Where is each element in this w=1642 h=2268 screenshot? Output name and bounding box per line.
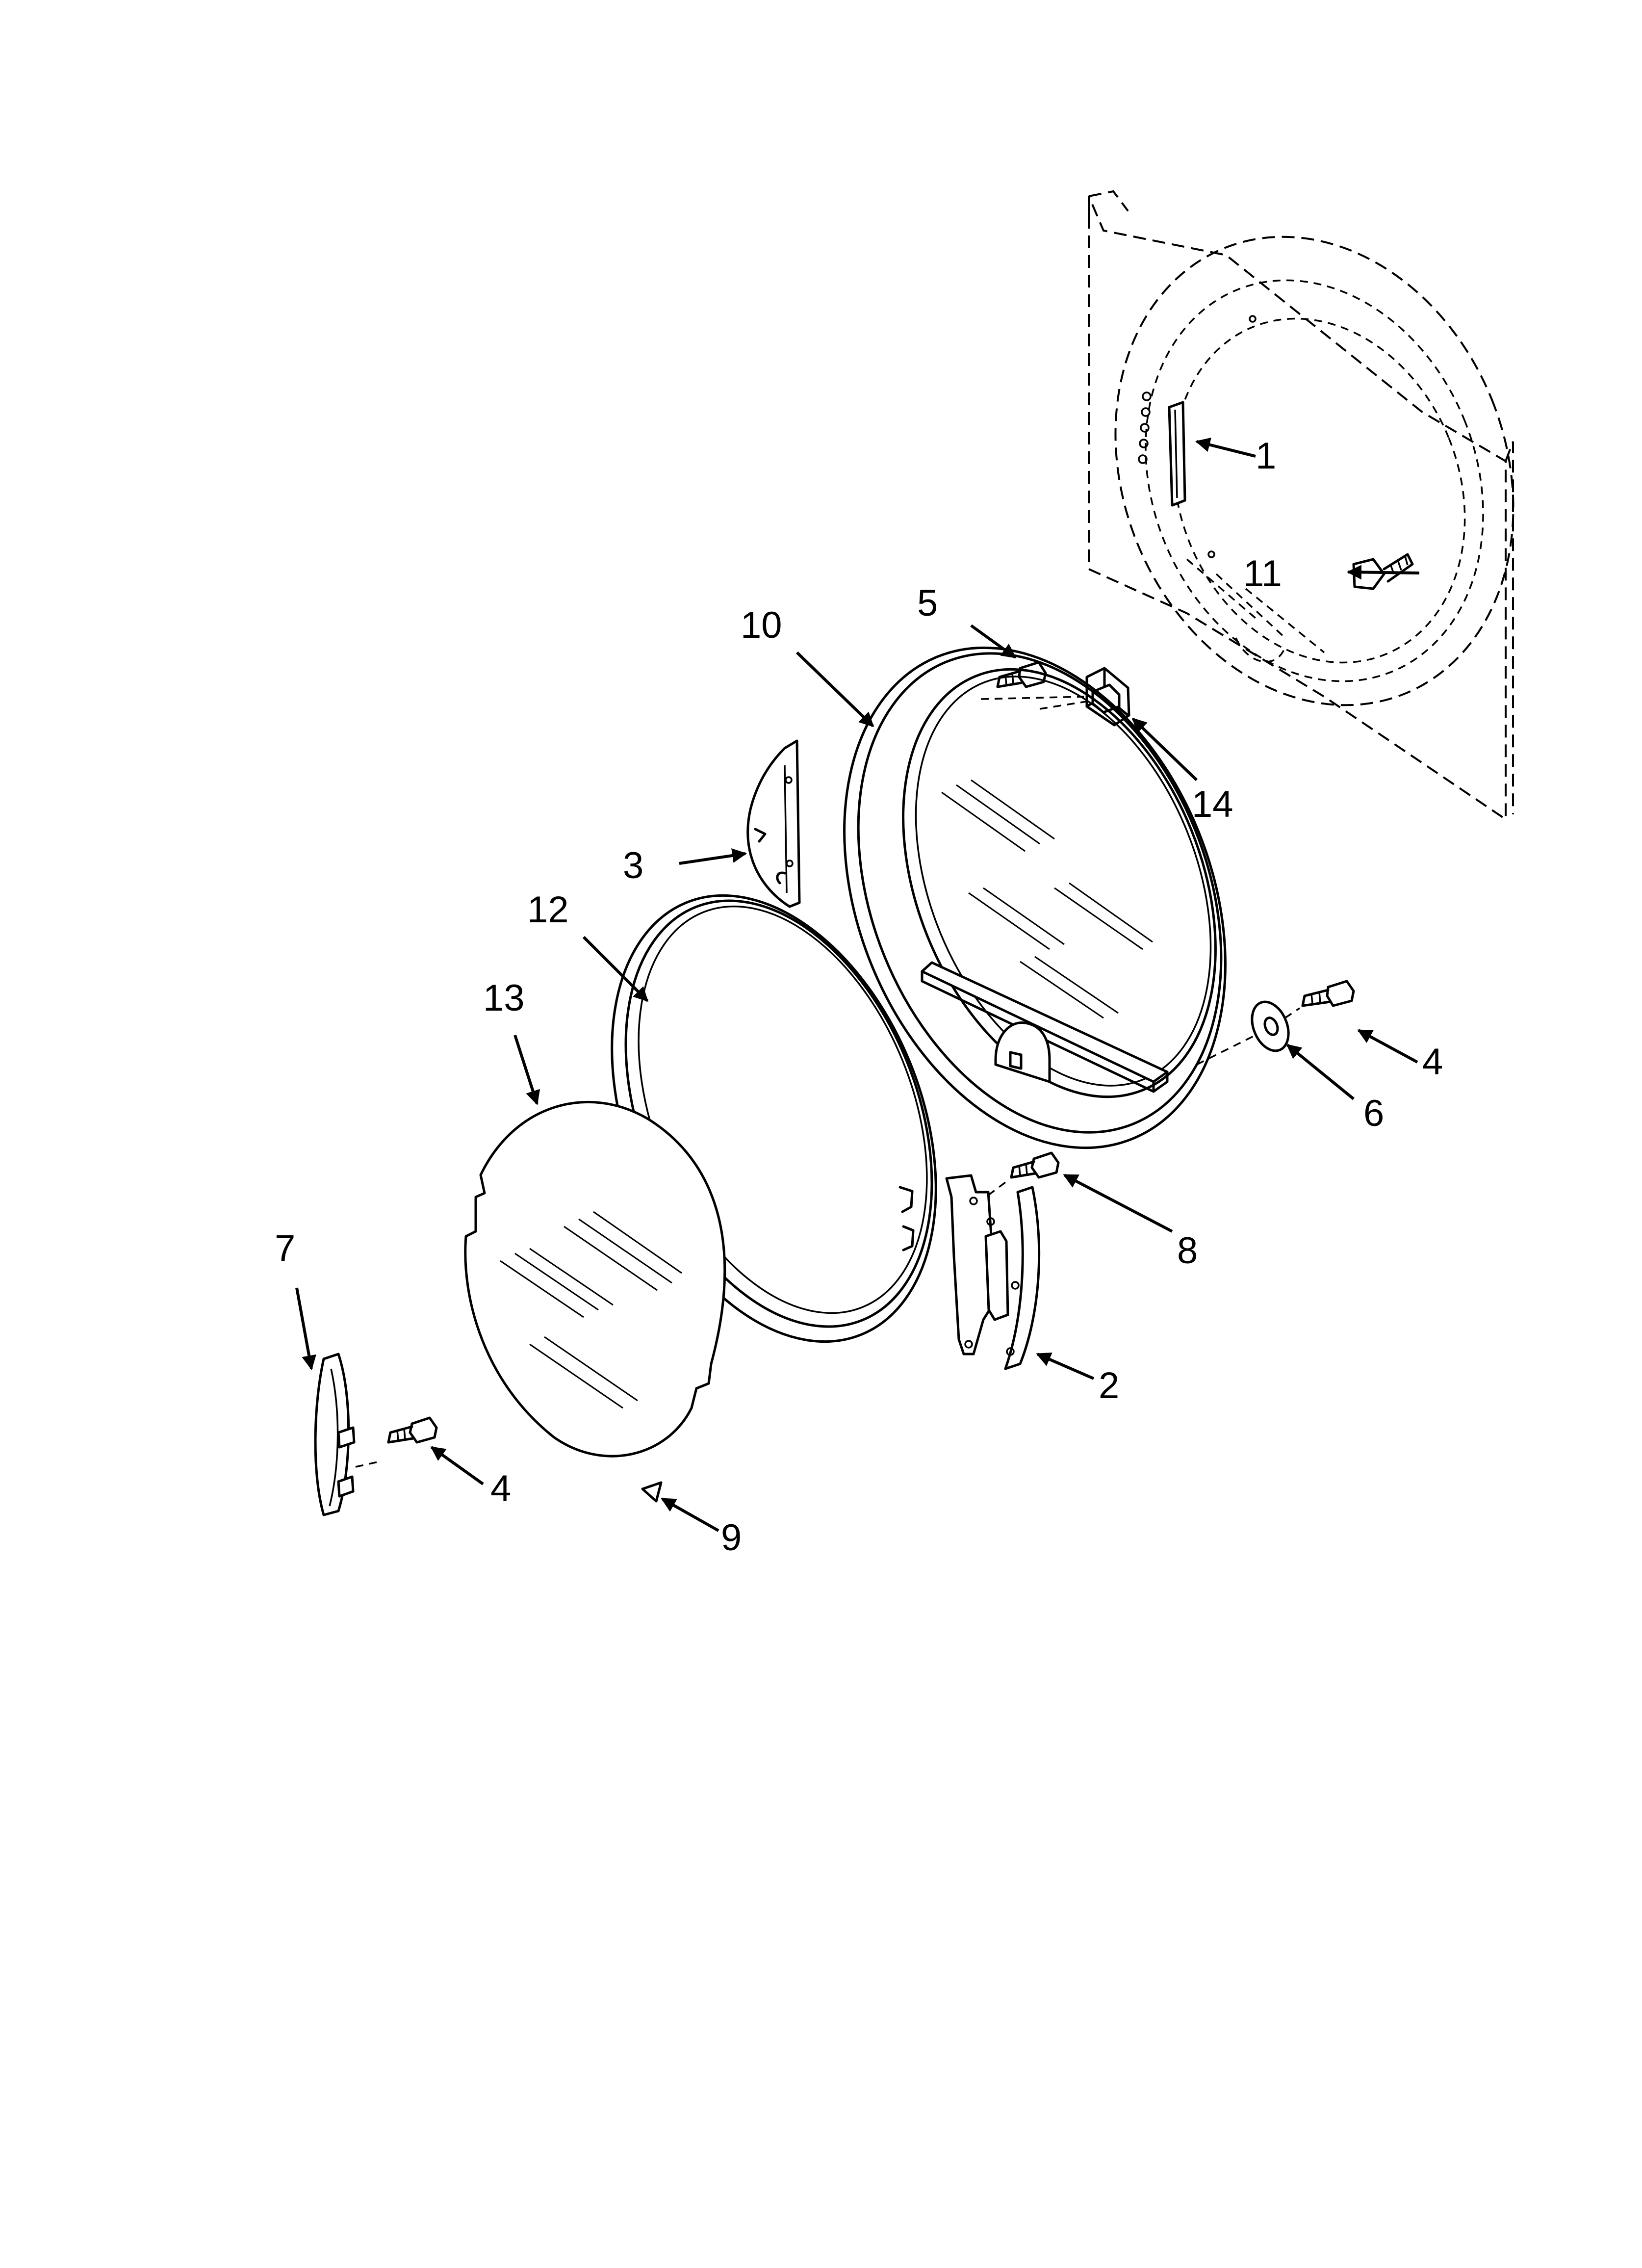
part-5-screw[interactable]: [996, 661, 1047, 688]
callout-10: 10: [741, 604, 782, 646]
callout-3: 3: [623, 845, 643, 886]
part-13-inner-glass[interactable]: [464, 1100, 726, 1458]
part-9-clip[interactable]: [641, 1481, 663, 1503]
callout-4-lower: 4: [490, 1468, 511, 1510]
panel-hole-pattern: [1138, 315, 1257, 558]
outer-door-glare: [941, 779, 1153, 1019]
callout-14: 14: [1192, 783, 1233, 825]
callout-4-upper: 4: [1422, 1041, 1443, 1083]
part-7-handle[interactable]: [314, 1353, 356, 1516]
part-4-screw-upper[interactable]: [1301, 980, 1355, 1007]
callout-11: 11: [1243, 553, 1282, 595]
part-4-screw-lower[interactable]: [387, 1416, 438, 1444]
callout-7: 7: [275, 1227, 295, 1269]
callout-8: 8: [1177, 1230, 1198, 1272]
part-8-screw[interactable]: [1010, 1151, 1060, 1179]
leader-arrows: [295, 437, 1420, 1532]
callout-9: 9: [721, 1517, 742, 1559]
inner-glass-glare: [500, 1211, 682, 1409]
cabinet-front-panel: [1088, 190, 1514, 821]
part-3-latch-plate[interactable]: [746, 739, 801, 908]
part-6-washer[interactable]: [1245, 996, 1295, 1056]
callout-12: 12: [527, 889, 569, 931]
callout-labels: 1 2 3 4 4 5 6 7 8 9 10 11 12 13 14: [275, 435, 1443, 1559]
callout-1: 1: [1256, 435, 1276, 477]
callout-2: 2: [1099, 1365, 1119, 1407]
part-1-strike[interactable]: [1168, 401, 1186, 507]
callout-5: 5: [917, 582, 938, 624]
callout-13: 13: [483, 977, 525, 1019]
part-2-hinge[interactable]: [945, 1174, 1041, 1370]
callout-6: 6: [1363, 1093, 1384, 1134]
part-10-outer-door[interactable]: [774, 591, 1296, 1205]
